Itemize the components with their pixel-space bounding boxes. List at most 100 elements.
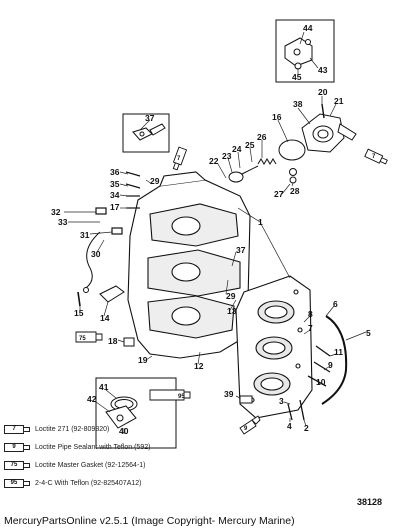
legend-row: 7 Loctite 271 (92-809820) [4,421,234,437]
tube-tag: 9 [239,415,261,435]
callout-label: 21 [334,96,344,106]
callout-label: 36 [110,167,120,177]
legend-row: 75 Loctite Master Gasket (92-12564-1) [4,457,234,473]
screws-hardware [95,171,141,235]
callout-label: 45 [292,72,302,82]
callout-label: 3 [279,396,284,406]
callout-label: 12 [194,361,204,371]
cover-gasket-part [105,396,138,429]
callout-label: 37 [145,113,155,123]
callout-label: 35 [110,179,120,189]
callout-label: 28 [290,186,300,196]
callout-label: 10 [316,377,326,387]
callout-label: 29 [150,176,160,186]
callout-label: 30 [91,249,101,259]
fitting-part [77,291,81,307]
callout-label: 29 [226,291,236,301]
tube-tag-code: 75 [79,336,86,342]
callout-label: 26 [257,132,267,142]
callout-labels: 44 43 45 20 21 38 16 26 25 24 23 22 27 2… [51,23,371,436]
callout-label: 37 [236,245,246,255]
callout-label: 7 [308,323,313,333]
legend-code: 75 [4,460,24,470]
tube-tag: 75 [75,331,103,343]
callout-label: 17 [110,202,120,212]
callout-label: 25 [245,140,255,150]
inset-box-bottom [95,377,177,449]
legend-text: Loctite Master Gasket (92-12564-1) [35,461,146,469]
tube-tag-code: 95 [178,394,185,400]
tube-tag-code: 7 [372,154,376,160]
legend-row: 95 2-4-C With Teflon (92-825407A12) [4,475,234,491]
sealant-legend: 7 Loctite 271 (92-809820) 9 Loctite Pipe… [4,421,234,493]
tube-tag-code: 7 [177,156,181,162]
washer-part [289,176,297,184]
callout-label: 40 [119,426,129,436]
legend-code: 9 [4,442,24,452]
callout-label: 13 [227,306,237,316]
legend-text: 2-4-C With Teflon (92-825407A12) [35,479,142,487]
callout-label: 9 [328,360,333,370]
tube-tag: 7 [364,148,388,165]
sealant-tube-icon: 95 [4,478,30,488]
drawing-number: 38128 [357,497,383,507]
callout-label: 38 [293,99,303,109]
gasket-part [278,139,306,161]
callout-label: 42 [87,394,97,404]
callout-label: 41 [99,382,109,392]
callout-label: 18 [108,336,118,346]
thermostat-cover-part [301,113,357,153]
callout-label: 16 [272,112,282,122]
callout-label: 14 [100,313,110,323]
sealant-tube-icon: 7 [4,424,30,434]
inset-box-top-left [122,113,170,153]
clip-part [99,285,125,303]
callout-label: 44 [303,23,313,33]
lower-bolts [287,399,305,421]
valve-part [228,165,259,183]
legend-code: 7 [4,424,24,434]
callout-label: 24 [232,144,242,154]
callout-label: 22 [209,156,219,166]
callout-label: 27 [274,189,284,199]
tube-tag: 7 [172,146,188,171]
legend-text: Loctite Pipe Sealant with Teflon (592) [35,443,151,451]
callout-label: 8 [308,309,313,319]
callout-label: 15 [74,308,84,318]
inset-box-top-right [275,19,335,83]
callout-label: 2 [304,423,309,433]
crankcase-block [127,171,251,359]
callout-label: 20 [318,87,328,97]
elbow-fitting-part [132,123,166,141]
bolt-18-part [123,337,135,347]
callout-label: 4 [287,421,292,431]
callout-label: 19 [138,355,148,365]
callout-label: 33 [58,217,68,227]
sealant-tube-icon: 9 [4,442,30,452]
callout-label: 6 [333,299,338,309]
hose-part [321,315,348,405]
tube-tag-code: 9 [244,426,248,432]
plug-part [289,168,297,176]
callout-label: 43 [318,65,328,75]
spring-part [257,158,277,165]
callout-label: 32 [51,207,61,217]
bracket-plate-part [284,37,313,70]
sensor-connector [83,287,89,293]
sealant-tube-icon: 75 [4,460,30,470]
tube-tag: 95 [149,389,191,401]
bolt-part [321,103,325,119]
copyright-footer: MercuryPartsOnline v2.5.1 (Image Copyrig… [4,515,295,527]
callout-label: 11 [334,347,343,357]
leader-lines [64,31,367,434]
callout-label: 23 [222,151,232,161]
legend-text: Loctite 271 (92-809820) [35,425,110,433]
sensor-wire [85,231,101,289]
cylinder-head-block [235,275,313,419]
legend-row: 9 Loctite Pipe Sealant with Teflon (592) [4,439,234,455]
callout-label: 34 [110,190,120,200]
plug-39-part [239,395,253,404]
callout-label: 39 [224,389,234,399]
right-bolts [307,345,331,387]
